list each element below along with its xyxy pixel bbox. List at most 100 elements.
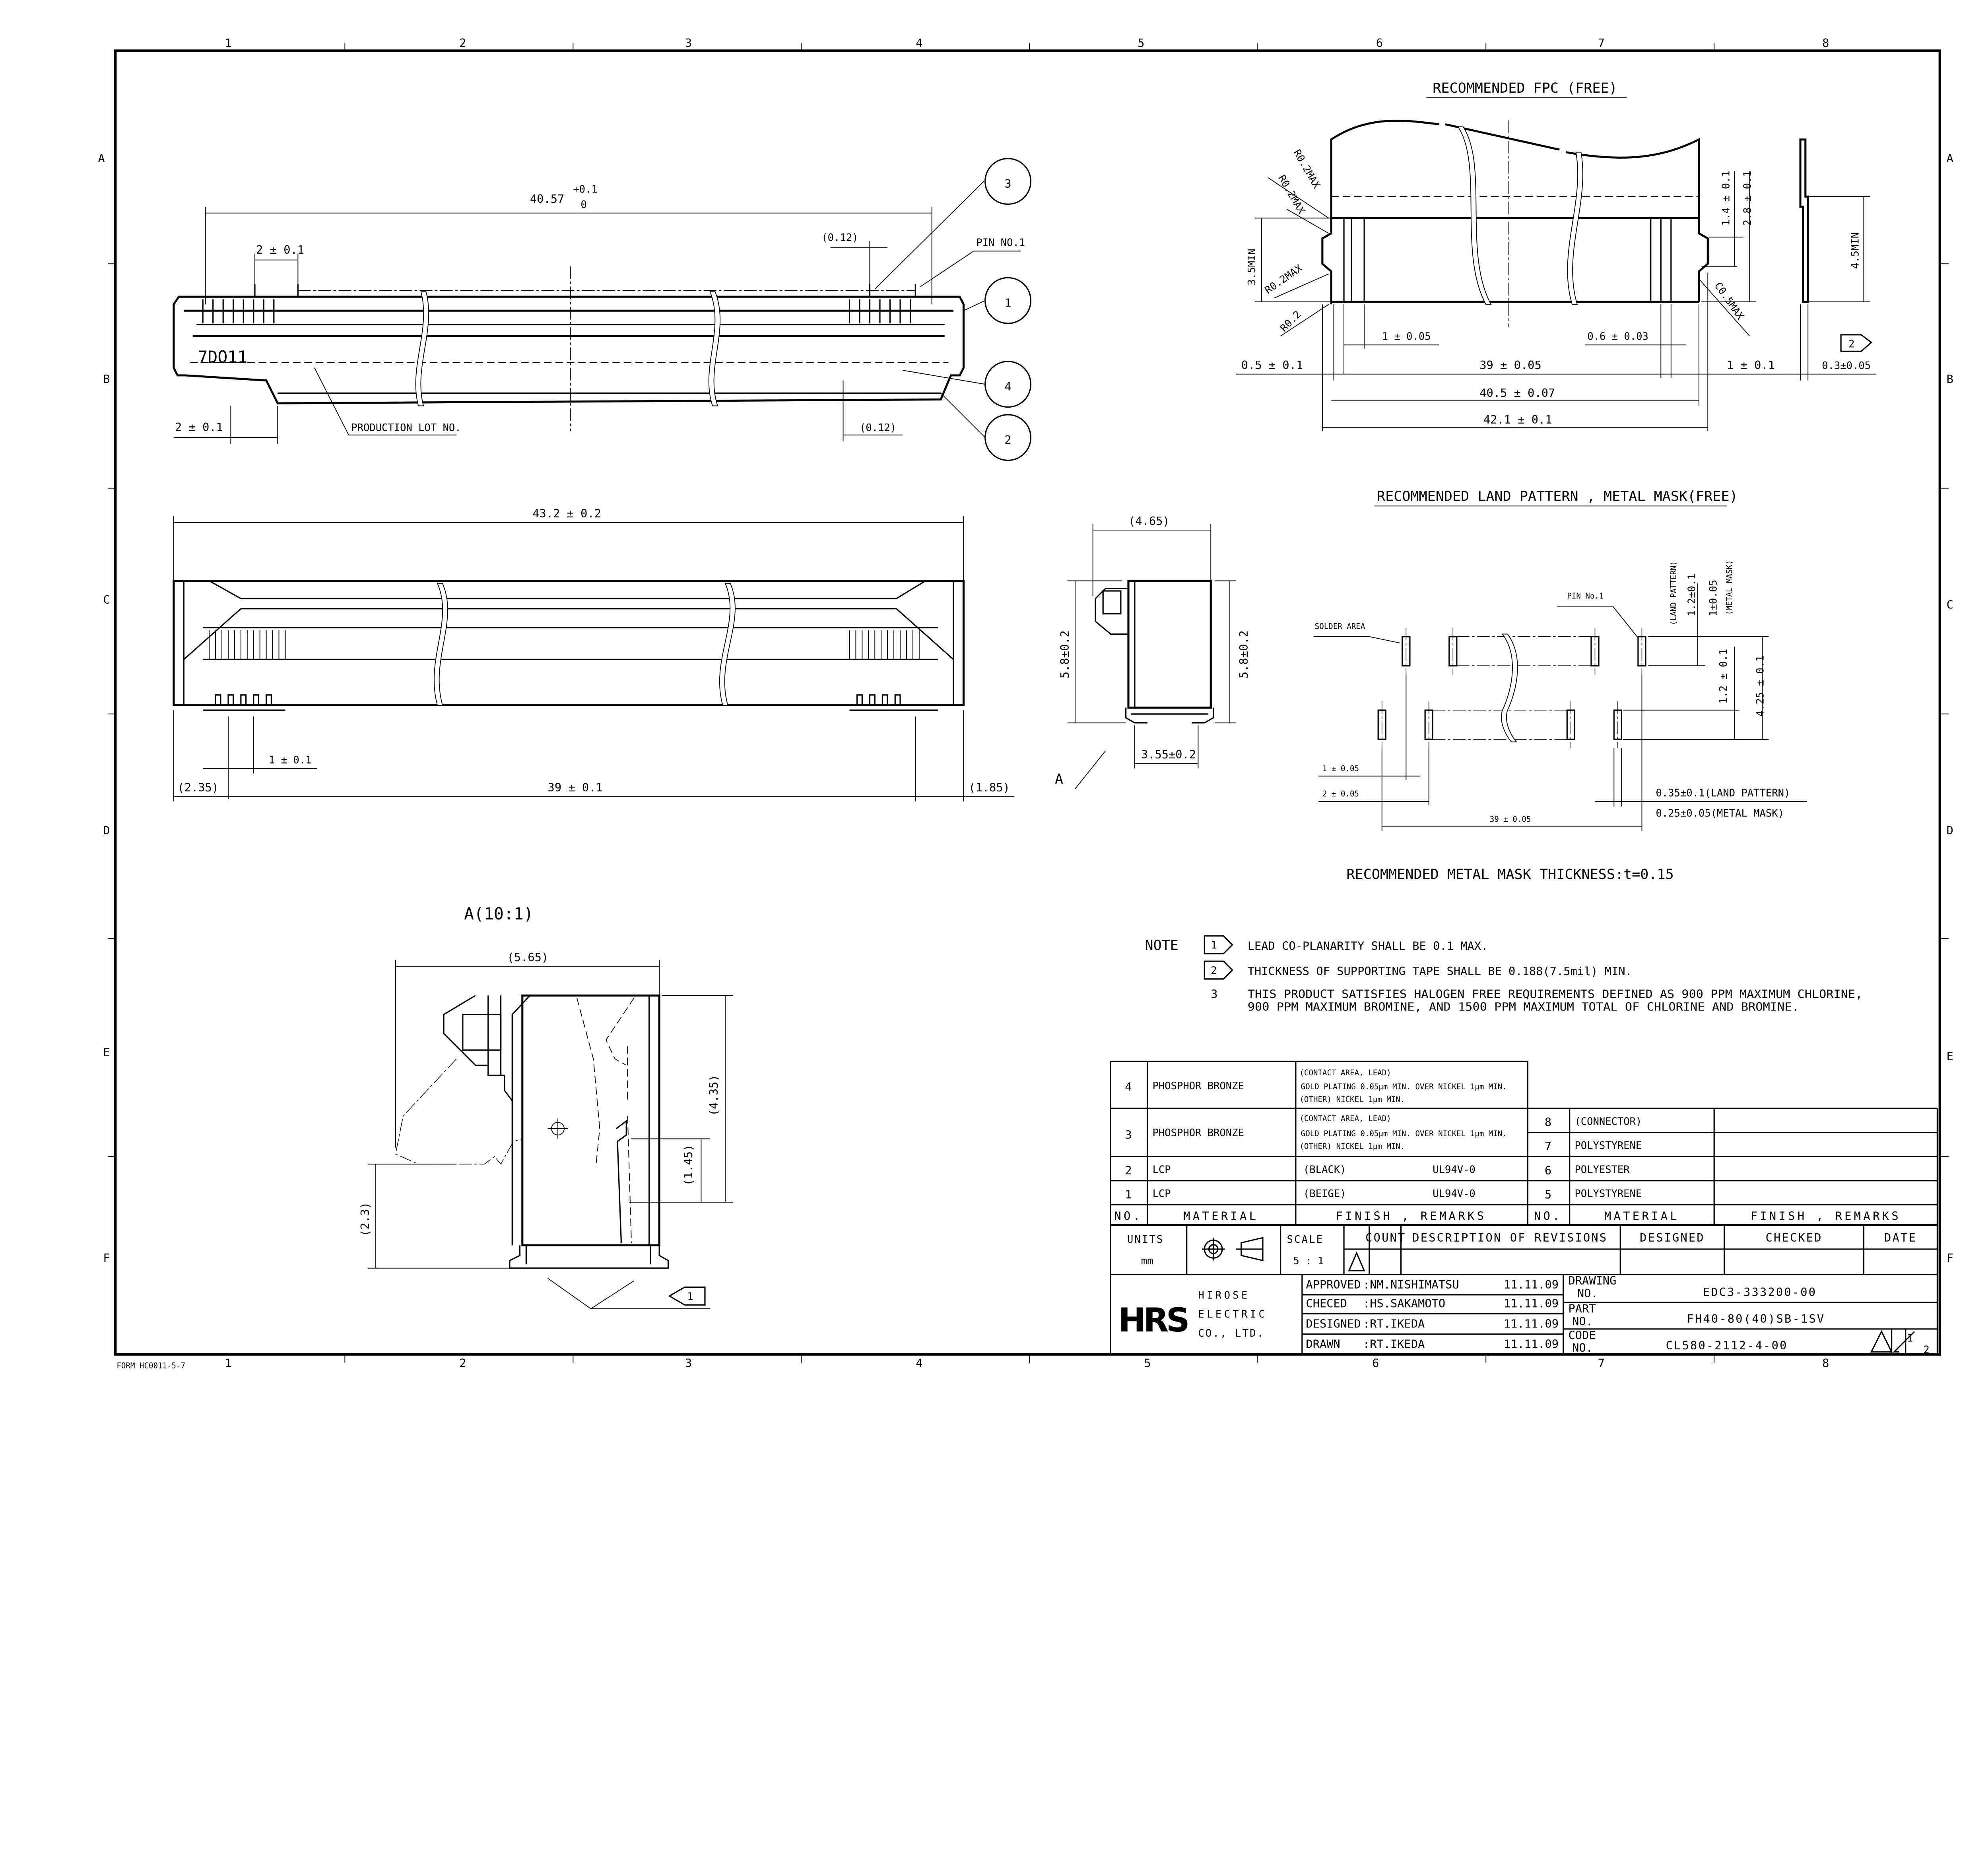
mat-no-6: 6 bbox=[1545, 1164, 1551, 1177]
side-view: (4.65) 5.8±0.2 5.8±0.2 3.55±0.2 A bbox=[1055, 514, 1250, 789]
land-pattern-view: RECOMMENDED LAND PATTERN , METAL MASK(FR… bbox=[1313, 488, 1807, 882]
zone-col-6: 6 bbox=[1376, 36, 1383, 50]
zone-row-e-right: E bbox=[1947, 1050, 1953, 1063]
balloon-1-label: 1 bbox=[1004, 296, 1011, 310]
detail-ref-a: A bbox=[1055, 771, 1063, 787]
fpc-dim-0-5: 0.5 ± 0.1 bbox=[1241, 358, 1303, 372]
signoff-drawn-role: DRAWN bbox=[1306, 1337, 1340, 1351]
dim-right-offset: (1.85) bbox=[969, 781, 1010, 794]
zone-row-a: A bbox=[98, 152, 105, 165]
zone-row-c-right: C bbox=[1947, 598, 1953, 612]
pin1-label: PIN NO.1 bbox=[976, 237, 1025, 249]
detail-a-title: A(10:1) bbox=[464, 904, 534, 923]
mat-2-finish: (BLACK) bbox=[1303, 1164, 1346, 1176]
mat-2-rating: UL94V-0 bbox=[1433, 1164, 1475, 1176]
form-number: FORM HC0011-5-7 bbox=[116, 1361, 185, 1370]
mat-header-no-left: NO. bbox=[1114, 1209, 1143, 1223]
dim-front-span: 39 ± 0.1 bbox=[548, 781, 603, 794]
mat-header-material-right: MATERIAL bbox=[1604, 1209, 1679, 1223]
revision-triangle-icon bbox=[1870, 1330, 1893, 1353]
fpc-chamfer: C0.5MAX bbox=[1712, 280, 1746, 322]
fpc-4-5min: 4.5MIN bbox=[1850, 232, 1862, 269]
signoff-designed-name: :RT.IKEDA bbox=[1363, 1317, 1425, 1331]
mat-header-no-right: NO. bbox=[1534, 1209, 1562, 1223]
code-no-label-2: NO. bbox=[1572, 1341, 1593, 1355]
mat-no-3: 3 bbox=[1125, 1128, 1132, 1142]
metal-mask-thickness: RECOMMENDED METAL MASK THICKNESS:t=0.15 bbox=[1346, 866, 1673, 882]
sheet-total: 2 bbox=[1923, 1344, 1929, 1356]
production-lot-label: PRODUCTION LOT NO. bbox=[351, 422, 461, 434]
fpc-view: RECOMMENDED FPC (FREE) 2 bbox=[1236, 80, 1877, 431]
lot-mark: 7DO11 bbox=[198, 348, 247, 367]
units-label: UNITS bbox=[1127, 1234, 1164, 1246]
mat-3-finish-2: GOLD PLATING 0.05µm MIN. OVER NICKEL 1µm… bbox=[1301, 1129, 1507, 1138]
zone-col-8-bottom: 8 bbox=[1822, 1356, 1829, 1370]
mat-no-4: 4 bbox=[1125, 1080, 1132, 1093]
notes: NOTE 1 2 3 LEAD CO-PLANARITY SHALL BE 0.… bbox=[1145, 935, 1862, 1013]
drawing-no-label-2: NO. bbox=[1577, 1287, 1598, 1300]
land-pin1: PIN No.1 bbox=[1567, 591, 1604, 601]
rev-header-description: DESCRIPTION OF REVISIONS bbox=[1412, 1231, 1607, 1244]
mat-1-rating: UL94V-0 bbox=[1433, 1188, 1475, 1200]
dim-side-base: 3.55±0.2 bbox=[1141, 748, 1196, 761]
balloon-4 bbox=[984, 361, 1032, 408]
zone-row-f: F bbox=[103, 1251, 110, 1265]
mat-2-material: LCP bbox=[1153, 1164, 1171, 1176]
mat-no-5: 5 bbox=[1545, 1188, 1551, 1201]
company-name-3: CO., LTD. bbox=[1198, 1327, 1264, 1339]
signoff-approved-role: APPROVED bbox=[1306, 1278, 1361, 1291]
detail-a-view: A(10:1) 1 (5.65) (4.35) (1.45) (2.3) bbox=[358, 904, 733, 1309]
mat-5-material: POLYSTYRENE bbox=[1574, 1188, 1642, 1200]
fpc-r02max-2: R0.2MAX bbox=[1276, 173, 1307, 216]
land-pitch-2: 2 ± 0.05 bbox=[1322, 789, 1359, 799]
zone-col-2-bottom: 2 bbox=[459, 1356, 466, 1370]
mat-header-finish-right: FINISH , REMARKS bbox=[1751, 1209, 1901, 1223]
zone-col-4: 4 bbox=[916, 36, 922, 50]
material-table: 4 3 2 1 8 7 6 5 PHOSPHOR BRONZE (CONTACT… bbox=[1110, 1061, 1938, 1355]
code-number: CL580-2112-4-00 bbox=[1666, 1339, 1788, 1352]
balloon-4-label: 4 bbox=[1004, 380, 1011, 393]
zone-col-7-bottom: 7 bbox=[1598, 1356, 1605, 1370]
zone-col-1-bottom: 1 bbox=[225, 1356, 231, 1370]
mat-3-finish-3: (OTHER) NICKEL 1µm MIN. bbox=[1299, 1142, 1405, 1151]
zone-row-d: D bbox=[103, 824, 110, 837]
zone-col-3-bottom: 3 bbox=[685, 1356, 692, 1370]
land-mm-label: (METAL MASK) bbox=[1725, 560, 1734, 615]
mat-no-7: 7 bbox=[1545, 1139, 1551, 1153]
land-title: RECOMMENDED LAND PATTERN , METAL MASK(FR… bbox=[1377, 488, 1738, 505]
rev-header-date: DATE bbox=[1884, 1231, 1917, 1244]
mat-8-material: (CONNECTOR) bbox=[1574, 1116, 1642, 1127]
mat-4-finish-2: GOLD PLATING 0.05µm MIN. OVER NICKEL 1µm… bbox=[1301, 1082, 1507, 1091]
drawing-frame: 1 2 3 4 5 6 7 8 1 2 3 4 5 6 7 8 A B C D … bbox=[98, 36, 1953, 1370]
fpc-dim-1-4: 1.4 ± 0.1 bbox=[1720, 171, 1732, 225]
drawing-no-label-1: DRAWING bbox=[1569, 1274, 1617, 1287]
mat-4-finish-1: (CONTACT AREA, LEAD) bbox=[1299, 1068, 1391, 1077]
company-name-1: HIROSE bbox=[1198, 1289, 1250, 1301]
signoff-designed-role: DESIGNED bbox=[1306, 1317, 1361, 1331]
note-3-text-line2: 900 PPM MAXIMUM BROMINE, AND 1500 PPM MA… bbox=[1248, 1000, 1799, 1013]
fpc-dim-39: 39 ± 0.05 bbox=[1479, 358, 1541, 372]
fpc-flag-label: 2 bbox=[1848, 338, 1854, 350]
company-name-2: ELECTRIC bbox=[1198, 1308, 1267, 1320]
dim-detail-height: (4.35) bbox=[707, 1075, 720, 1116]
dim-front-pitch: 1 ± 0.1 bbox=[269, 754, 311, 766]
zone-col-6-bottom: 6 bbox=[1372, 1356, 1379, 1370]
dim-detail-width: (5.65) bbox=[507, 950, 549, 964]
land-mm-length: 1±0.05 bbox=[1708, 580, 1720, 616]
fpc-thickness: 0.3±0.05 bbox=[1822, 360, 1871, 372]
mat-3-finish-1: (CONTACT AREA, LEAD) bbox=[1299, 1114, 1391, 1123]
signoff-approved-name: :NM.NISHIMATSU bbox=[1363, 1278, 1459, 1291]
zone-col-7: 7 bbox=[1598, 36, 1605, 50]
dim-overall-front: 43.2 ± 0.2 bbox=[532, 507, 601, 520]
land-lp-length: 1.2±0.1 bbox=[1686, 573, 1698, 616]
land-solder-area: SOLDER AREA bbox=[1315, 622, 1365, 631]
note-3-number: 3 bbox=[1211, 987, 1217, 1001]
zone-col-4-bottom: 4 bbox=[916, 1356, 922, 1370]
fpc-dim-40-5: 40.5 ± 0.07 bbox=[1479, 386, 1555, 400]
dim-left-offset: (2.35) bbox=[177, 781, 219, 794]
part-no-label-2: NO. bbox=[1572, 1314, 1593, 1328]
part-number: FH40-80(40)SB-1SV bbox=[1687, 1312, 1825, 1326]
mat-4-material: PHOSPHOR BRONZE bbox=[1153, 1080, 1244, 1092]
scale-label: SCALE bbox=[1287, 1234, 1324, 1246]
signoff-checked-name: :HS.SAKAMOTO bbox=[1363, 1297, 1445, 1310]
